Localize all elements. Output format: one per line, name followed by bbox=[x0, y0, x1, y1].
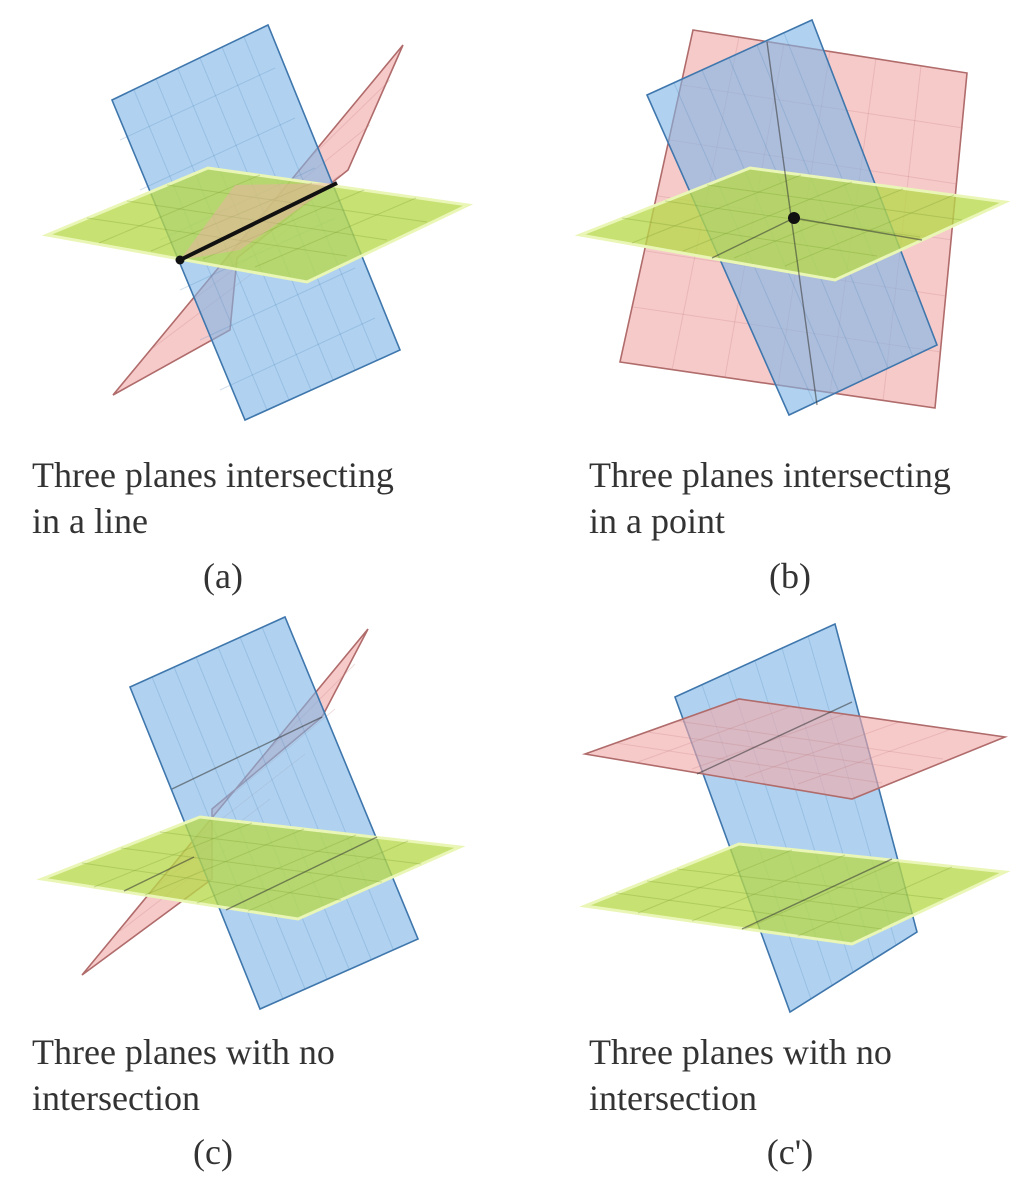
blue-plane bbox=[673, 622, 918, 1014]
caption-a: Three planes intersecting in a line bbox=[32, 452, 394, 544]
diagram-b bbox=[574, 18, 1011, 417]
panel-c-prime: Three planes with no intersection (c') bbox=[517, 599, 1034, 1198]
label-a: (a) bbox=[203, 556, 243, 596]
green-plane-edge bbox=[579, 842, 1011, 946]
diagram-c bbox=[36, 615, 466, 1011]
intersection-endpoint bbox=[175, 255, 185, 265]
blue-plane-grid bbox=[151, 626, 394, 1000]
panel-a: Three planes intersecting in a line (a) bbox=[0, 0, 517, 599]
blue-green-intersection-line bbox=[711, 217, 795, 259]
caption-c-prime: Three planes with no intersection bbox=[589, 1029, 892, 1121]
blue-pink-intersection-line bbox=[171, 716, 323, 790]
diagram-c-prime bbox=[579, 622, 1011, 1014]
green-plane-edge bbox=[574, 166, 1011, 282]
blue-pink-intersection-line bbox=[696, 701, 853, 775]
green-pink-intersection-line bbox=[123, 856, 195, 892]
caption-a-line1: Three planes intersecting bbox=[32, 455, 394, 495]
green-plane-edge bbox=[36, 815, 466, 921]
blue-green-intersection-line bbox=[225, 836, 378, 911]
panel-c: Three planes with no intersection (c) bbox=[0, 599, 517, 1198]
green-plane-edge bbox=[41, 166, 474, 284]
diagram-a bbox=[41, 23, 474, 422]
pink-plane bbox=[581, 698, 1009, 800]
caption-b: Three planes intersecting in a point bbox=[589, 452, 951, 544]
caption-a-line2: in a line bbox=[32, 501, 148, 541]
label-c: (c) bbox=[193, 1132, 233, 1172]
label-c-prime: (c') bbox=[766, 1132, 814, 1172]
caption-c-line1: Three planes with no bbox=[32, 1032, 335, 1072]
caption-b-line2: in a point bbox=[589, 501, 725, 541]
caption-b-line1: Three planes intersecting bbox=[589, 455, 951, 495]
label-b: (b) bbox=[769, 556, 811, 596]
green-plane-grid bbox=[81, 822, 422, 912]
blue-plane bbox=[128, 615, 420, 1011]
green-plane-grid bbox=[615, 849, 953, 937]
caption-c-prime-line1: Three planes with no bbox=[589, 1032, 892, 1072]
caption-c-prime-line2: intersection bbox=[589, 1078, 757, 1118]
green-plane bbox=[581, 843, 1008, 945]
blue-green-intersection-line bbox=[741, 858, 893, 930]
intersection-point bbox=[788, 212, 800, 224]
caption-c: Three planes with no intersection bbox=[32, 1029, 335, 1121]
panel-b: Three planes intersecting in a point (b) bbox=[517, 0, 1034, 599]
intersection-line bbox=[179, 181, 338, 262]
pink-green-intersection-line bbox=[793, 217, 923, 241]
pink-plane-grid bbox=[615, 705, 953, 785]
caption-c-line2: intersection bbox=[32, 1078, 200, 1118]
